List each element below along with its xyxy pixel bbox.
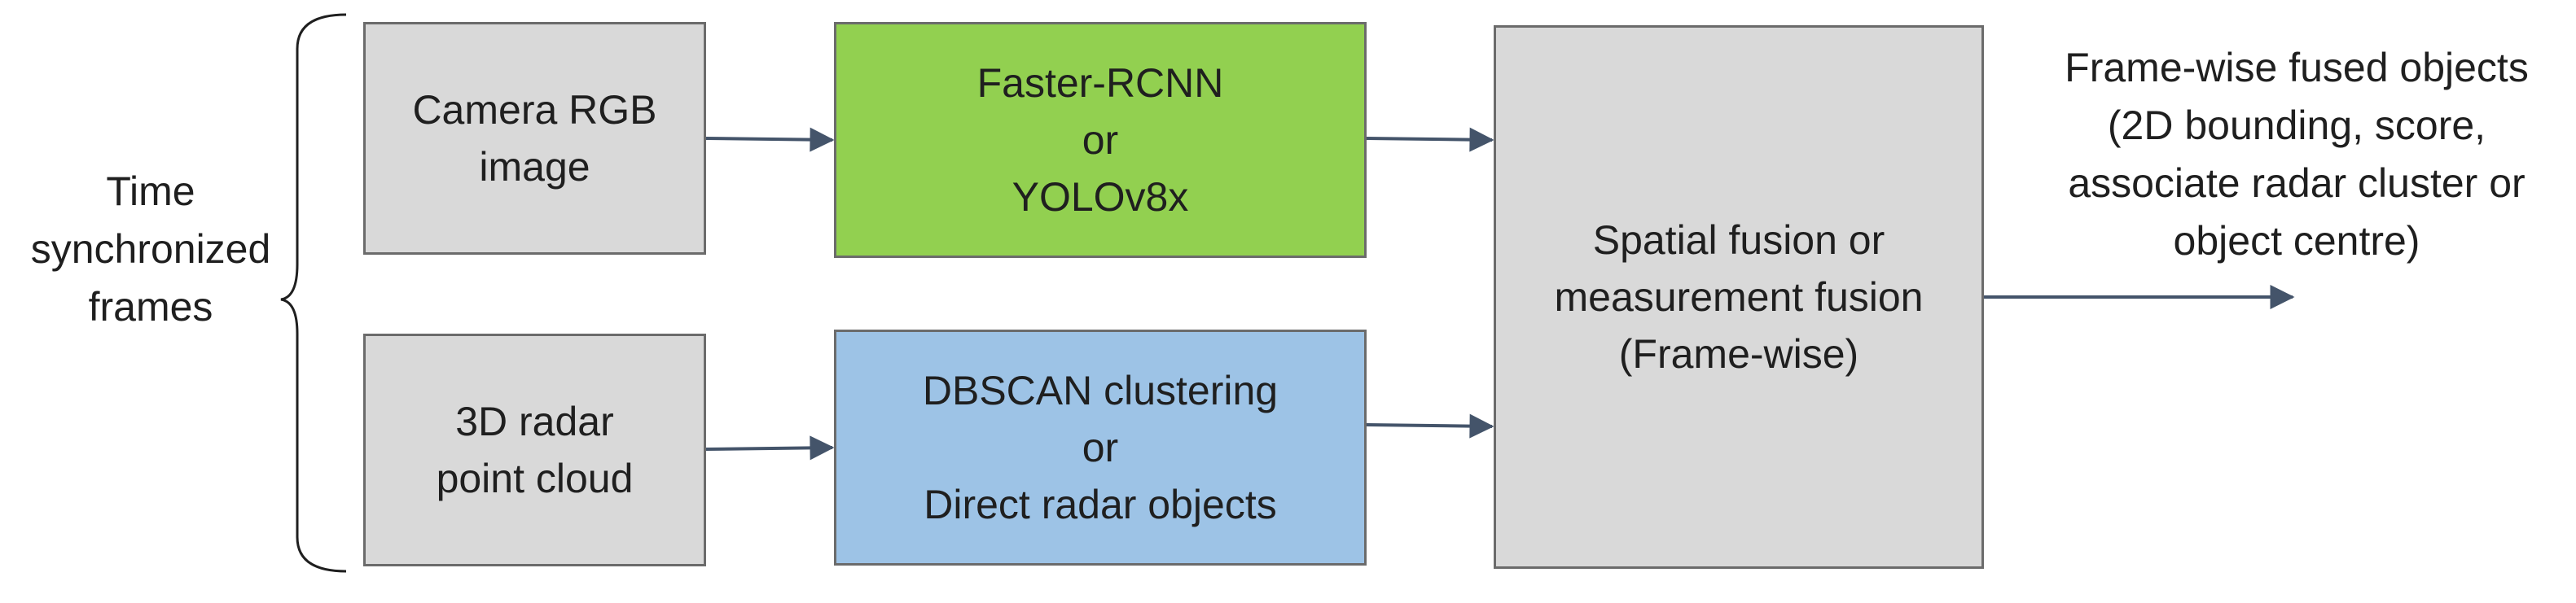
left-brace (280, 13, 347, 573)
clustering-box: DBSCAN clustering or Direct radar object… (834, 330, 1367, 566)
time-synchronized-frames-label: Time synchronized frames (30, 168, 271, 330)
fusion-box: Spatial fusion or measurement fusion (Fr… (1494, 25, 1984, 569)
detector-text: Faster-RCNN or YOLOv8x (976, 60, 1224, 220)
arrow-radar-to-clustering (705, 435, 835, 461)
detector-box: Faster-RCNN or YOLOv8x (834, 22, 1367, 258)
camera-rgb-image-box: Camera RGB image (363, 22, 706, 255)
output-label: Frame-wise fused objects (2D bounding, s… (2065, 45, 2529, 264)
fusion-text: Spatial fusion or measurement fusion (Fr… (1554, 217, 1924, 377)
radar-point-cloud-text: 3D radar point cloud (436, 399, 634, 501)
radar-point-cloud-box: 3D radar point cloud (363, 334, 706, 566)
arrow-detector-to-fusion (1366, 127, 1494, 152)
arrow-camera-to-detector (705, 127, 835, 152)
clustering-text: DBSCAN clustering or Direct radar object… (922, 368, 1279, 527)
arrow-clustering-to-fusion (1366, 413, 1494, 439)
camera-rgb-image-text: Camera RGB image (412, 87, 657, 190)
